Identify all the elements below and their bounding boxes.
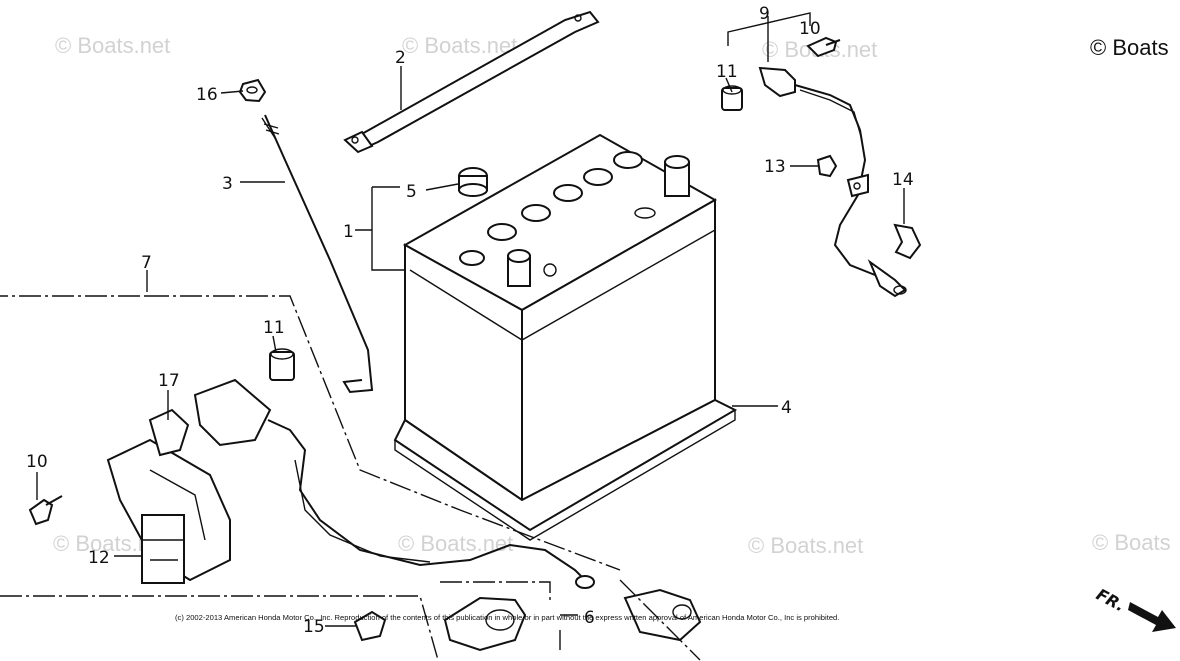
cable-group-outline xyxy=(0,270,701,661)
battery-rod-part-3 xyxy=(261,114,374,394)
callout-labels: 1 2 3 4 5 6 7 9 10 10 11 11 12 13 14 15 … xyxy=(26,4,914,637)
battery-band-part-2 xyxy=(343,10,600,154)
callout-2: 2 xyxy=(395,48,406,68)
callout-9: 9 xyxy=(759,4,770,24)
front-label: FR. xyxy=(1093,585,1128,616)
copyright-notice: (c) 2002-2013 American Honda Motor Co., … xyxy=(175,613,839,622)
front-direction-indicator: FR. xyxy=(1093,585,1176,632)
nut-part-16 xyxy=(238,78,267,103)
callout-3: 3 xyxy=(222,174,233,194)
positive-cable-part-7 xyxy=(193,378,702,642)
callout-10-lower: 10 xyxy=(26,452,48,472)
vent-caps-part-5 xyxy=(458,151,643,266)
callout-6: 6 xyxy=(584,608,595,628)
arrow-icon xyxy=(1128,602,1176,632)
collar-part-11-lower xyxy=(269,348,295,381)
watermark: © Boats.net xyxy=(748,533,863,558)
bolt-part-10-lower xyxy=(28,495,63,526)
callout-11-lower: 11 xyxy=(263,318,285,338)
watermark: © Boats xyxy=(1090,35,1169,60)
fuse-box-part-12 xyxy=(106,408,231,584)
callout-13: 13 xyxy=(764,157,786,177)
callout-14: 14 xyxy=(892,170,914,190)
callout-5: 5 xyxy=(406,182,417,202)
clamp-part-14 xyxy=(893,223,922,260)
battery-tray-part-4 xyxy=(393,398,738,541)
battery-terminals xyxy=(507,155,690,287)
terminal-cover-part-8 xyxy=(443,596,527,652)
callout-11-upper: 11 xyxy=(716,62,738,82)
callout-4: 4 xyxy=(781,398,792,418)
negative-cable-part-9 xyxy=(758,66,907,298)
watermark: © Boats.net xyxy=(55,33,170,58)
callout-16: 16 xyxy=(196,85,218,105)
callout-15: 15 xyxy=(303,617,325,637)
callout-1: 1 xyxy=(343,222,354,242)
bolt-part-13 xyxy=(816,154,838,178)
watermark: © Boats xyxy=(1092,530,1171,555)
collar-part-11-upper xyxy=(721,85,743,111)
watermark: © Boats.net xyxy=(398,531,513,556)
leader-lines xyxy=(36,12,905,627)
callout-12: 12 xyxy=(88,548,110,568)
bolt-part-10-upper xyxy=(806,36,841,58)
callout-7: 7 xyxy=(141,253,152,273)
callout-17: 17 xyxy=(158,371,180,391)
clip-part-15 xyxy=(353,610,387,642)
watermark: © Boats.net xyxy=(402,33,517,58)
callout-10-upper: 10 xyxy=(799,19,821,39)
